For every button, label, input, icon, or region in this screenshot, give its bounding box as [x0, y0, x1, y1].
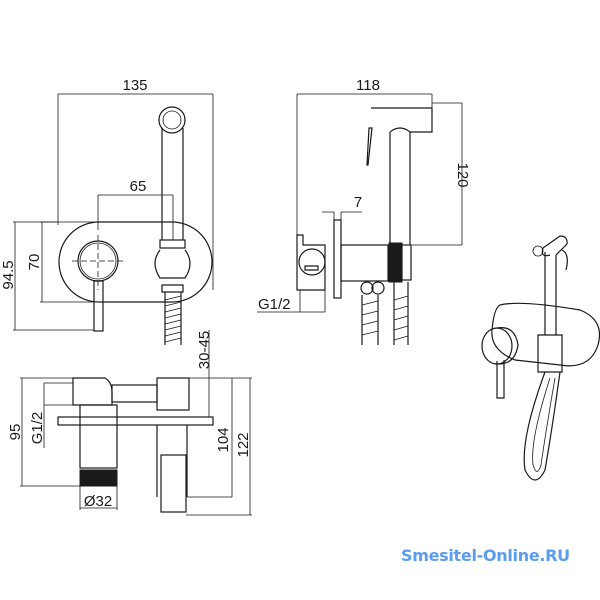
dim-65: 65: [130, 178, 147, 195]
iso-holder: [537, 334, 563, 373]
holder-stem: [156, 425, 188, 497]
side-thread-label: G1/2: [258, 296, 291, 313]
valve-body: [79, 404, 118, 469]
holder-body: [156, 377, 190, 411]
dim-diameter: Ø32: [84, 493, 112, 510]
dim-135-line: [57, 93, 214, 290]
dim-118-line: [296, 93, 433, 240]
iso-trigger: [561, 249, 568, 271]
valve-handle: [72, 377, 113, 406]
watermark: Smesitel-Online.RU: [401, 546, 570, 565]
side-thread-dim-line: [257, 290, 326, 313]
bottom-view: 30-45 95 G1/2 Ø32 104 122: [7, 330, 252, 516]
body-cap: [401, 244, 412, 281]
dim-94-5-line: [13, 221, 94, 331]
hose-nut-right: [371, 281, 385, 295]
dim-7-line: [322, 211, 362, 220]
hose-braid: [164, 295, 182, 343]
hose: [164, 292, 182, 345]
plate: [57, 416, 214, 426]
connector-pipe: [111, 384, 158, 403]
iso-lever: [496, 360, 505, 399]
dim-65-line: [97, 194, 174, 240]
hose-nut-left: [360, 281, 374, 295]
knob-inner-ring: [79, 242, 117, 280]
hoses: [361, 282, 409, 345]
dim-7: 7: [354, 194, 362, 211]
dim-104: 104: [215, 427, 232, 452]
front-view: 135 65 70 94.5: [0, 77, 214, 345]
dim-118: 118: [356, 77, 380, 94]
dim-30-45: 30-45: [196, 331, 213, 369]
lever: [93, 280, 104, 332]
wall-plate: [58, 221, 213, 303]
hoses-braid: [361, 295, 409, 341]
iso-knob: [481, 327, 513, 365]
holder-collar: [159, 239, 186, 249]
knurled-ring: [79, 469, 118, 487]
dim-diameter-line: [79, 486, 118, 510]
valve-port: [298, 248, 326, 276]
shower-head-nozzle: [162, 110, 182, 130]
shower-tube: [161, 128, 184, 240]
plate-edge: [333, 219, 342, 299]
bottom-thread-dim-line: [43, 382, 73, 448]
iso-knob-side: [496, 327, 519, 365]
dim-70: 70: [26, 254, 43, 271]
isometric-view: [481, 235, 600, 481]
dim-95: 95: [7, 424, 24, 441]
trigger: [366, 127, 373, 166]
dim-120-line: [410, 102, 463, 246]
dim-122: 122: [235, 432, 252, 457]
iso-shower: [541, 235, 568, 335]
iso-hose: [523, 371, 561, 481]
iso-hose-inner: [532, 377, 556, 472]
body: [340, 244, 389, 282]
valve-box: [296, 234, 326, 291]
iso-shower-nozzle: [532, 245, 544, 257]
dim-95-line: [20, 377, 80, 487]
side-view: 118 120 7 G1/2: [257, 77, 471, 345]
shower-outlet: [160, 454, 187, 513]
dim-94-5: 94.5: [0, 260, 17, 289]
valve-port-slot: [304, 265, 319, 271]
bottom-thread-label: G1/2: [29, 412, 46, 445]
dim-lines: [186, 377, 252, 516]
dim-135: 135: [122, 77, 147, 94]
shower-head: [158, 106, 186, 134]
holder: [154, 249, 191, 293]
dim-120: 120: [454, 162, 471, 187]
knurled-ring: [388, 242, 403, 283]
spout: [371, 107, 433, 245]
